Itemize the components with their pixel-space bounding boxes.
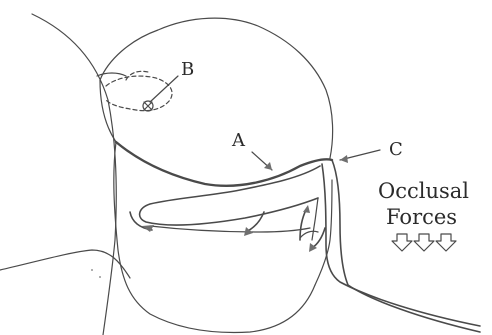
label-a: A <box>231 130 246 151</box>
point-b-cross <box>144 102 152 110</box>
force-arrow-icon <box>392 234 412 251</box>
vertical-crack-line <box>312 198 318 240</box>
noise-dot-2 <box>99 276 101 278</box>
label-forces: Forces <box>386 205 457 229</box>
stress-arrowhead-4 <box>303 205 310 213</box>
gingiva-left <box>0 250 130 278</box>
noise-dot-1 <box>91 269 93 271</box>
force-arrow-icon <box>436 234 456 251</box>
leader-arrowhead-c <box>340 155 348 163</box>
label-occlusal: Occlusal <box>378 179 469 203</box>
force-arrow-icon <box>414 234 434 251</box>
adjacent-tooth-outline <box>32 14 116 335</box>
force-arrows <box>392 234 456 251</box>
fracture-inner-line <box>150 226 310 232</box>
label-b: B <box>181 59 194 80</box>
crack-bottom-line <box>300 231 318 238</box>
label-c: C <box>389 139 403 160</box>
leader-line-b <box>150 76 178 102</box>
fracture-wedge <box>140 166 320 225</box>
restoration-margin-line <box>116 142 332 186</box>
dashed-outline-b <box>106 76 172 111</box>
crown-outline <box>100 18 333 158</box>
root-outline <box>114 142 315 332</box>
dashed-outline-b2 <box>126 71 148 80</box>
